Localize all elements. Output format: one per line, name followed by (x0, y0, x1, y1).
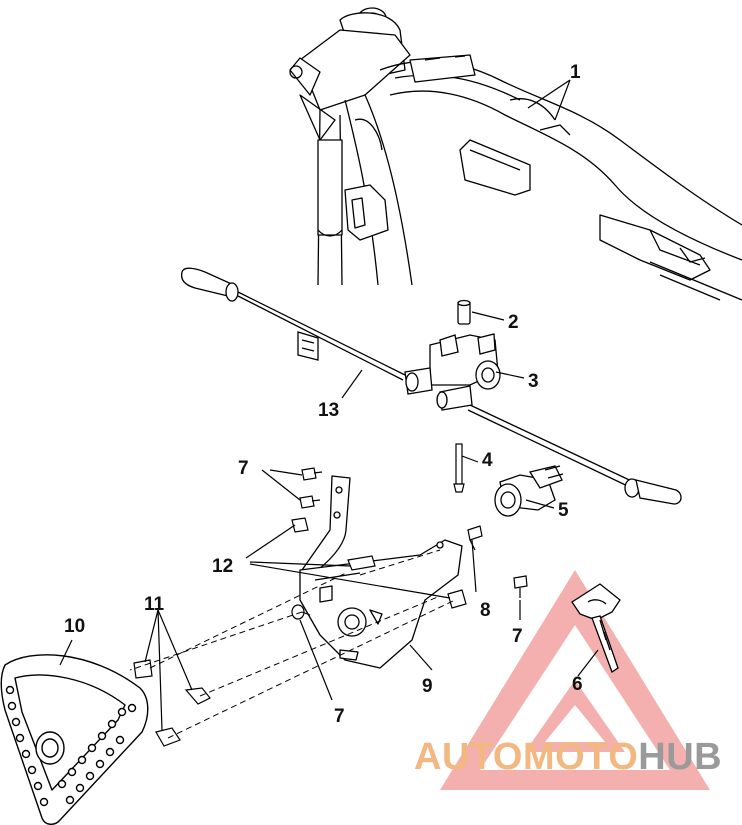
callout-5: 5 (558, 500, 569, 521)
callout-labels: 1 2 3 4 5 6 7 7 7 8 9 10 11 12 13 (64, 62, 583, 727)
callout-1: 1 (570, 62, 581, 83)
callout-8: 8 (480, 600, 491, 621)
watermark-part1: AUTOMOTO (414, 736, 639, 778)
frame-assembly (289, 7, 742, 301)
cable-assembly (180, 267, 682, 505)
shield-cover (0, 654, 149, 825)
key-part-6 (571, 583, 621, 673)
callout-4: 4 (482, 450, 493, 471)
callout-13: 13 (318, 400, 339, 421)
pin-part-2 (457, 299, 471, 325)
callout-3: 3 (528, 371, 539, 392)
screw-part-4 (453, 443, 465, 493)
callout-7-lower: 7 (334, 706, 345, 727)
callout-7-right: 7 (512, 626, 523, 647)
callout-9: 9 (422, 676, 433, 697)
callout-6: 6 (572, 674, 583, 695)
watermark-part2: HUB (638, 736, 723, 778)
mounting-bracket (299, 475, 463, 669)
watermark-triangle (440, 570, 710, 790)
assembly-lines (129, 549, 456, 739)
callout-11: 11 (144, 594, 165, 615)
callout-2: 2 (508, 312, 519, 333)
leader-lines (59, 79, 599, 731)
switch-part-5 (494, 465, 564, 517)
watermark-text: AUTOMOTOHUB (414, 738, 722, 776)
callout-7-upper: 7 (238, 458, 249, 479)
ignition-lock-body (404, 333, 501, 411)
callout-10: 10 (64, 616, 85, 637)
callout-12: 12 (212, 556, 233, 577)
